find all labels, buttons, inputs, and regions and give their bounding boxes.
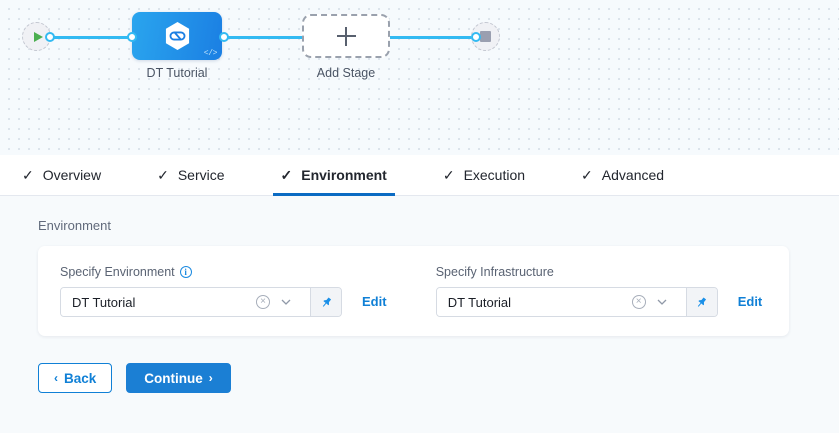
- check-icon: ✓: [22, 167, 34, 183]
- stop-icon: [480, 31, 491, 42]
- check-icon: ✓: [157, 167, 169, 183]
- check-icon: ✓: [581, 167, 593, 183]
- back-button-label: Back: [64, 370, 97, 386]
- check-icon: ✓: [280, 167, 293, 183]
- chevron-left-icon: ‹: [54, 371, 58, 385]
- stage-node-label: DT Tutorial: [146, 66, 208, 80]
- section-title: Environment: [38, 218, 111, 233]
- chevron-right-icon: ›: [208, 371, 213, 385]
- stage-input-handle[interactable]: [127, 32, 137, 42]
- stage-tabs: ✓ Overview ✓ Service ✓ Environment ✓ Exe…: [0, 155, 839, 196]
- edit-environment-link[interactable]: Edit: [362, 294, 387, 309]
- tab-label: Environment: [301, 167, 387, 183]
- tab-label: Service: [177, 167, 225, 183]
- specify-environment-label: Specify Environment i: [60, 265, 413, 279]
- add-stage-node[interactable]: [302, 14, 390, 58]
- tab-overview[interactable]: ✓ Overview: [22, 155, 119, 195]
- edge-add-to-end: [390, 36, 476, 39]
- clear-icon[interactable]: ×: [631, 295, 646, 309]
- start-connector-handle[interactable]: [45, 32, 55, 42]
- edge-stage-to-add: [224, 36, 302, 39]
- chevron-down-icon[interactable]: [281, 299, 291, 305]
- tab-environment[interactable]: ✓ Environment: [272, 155, 405, 196]
- wizard-footer: ‹ Back Continue ›: [38, 363, 839, 393]
- info-icon[interactable]: i: [179, 266, 192, 278]
- end-connector-handle[interactable]: [471, 32, 481, 42]
- infrastructure-value: DT Tutorial: [447, 294, 512, 310]
- tab-label: Advanced: [601, 167, 665, 183]
- tab-execution[interactable]: ✓ Execution: [443, 155, 543, 195]
- tab-label: Overview: [42, 167, 102, 183]
- tab-advanced[interactable]: ✓ Advanced: [581, 155, 682, 195]
- stage-output-handle[interactable]: [219, 32, 229, 42]
- environment-select[interactable]: DT Tutorial ×: [60, 287, 342, 317]
- clear-icon[interactable]: ×: [256, 295, 270, 309]
- continue-button-label: Continue: [144, 370, 203, 386]
- tab-service[interactable]: ✓ Service: [157, 155, 242, 195]
- environment-panel: Environment Specify Environment i DT Tut…: [0, 196, 839, 433]
- harness-hexagon-icon: [165, 22, 189, 50]
- continue-button[interactable]: Continue ›: [126, 363, 231, 393]
- pin-icon[interactable]: [310, 288, 341, 316]
- infrastructure-input[interactable]: DT Tutorial ×: [436, 288, 686, 316]
- pin-icon[interactable]: [685, 288, 717, 316]
- stage-node-dt-tutorial[interactable]: </>: [132, 12, 222, 60]
- back-button[interactable]: ‹ Back: [38, 363, 113, 393]
- edge-start-to-stage: [48, 36, 132, 39]
- specify-infrastructure-field: Specify Infrastructure DT Tutorial ×: [435, 265, 789, 317]
- field-label-text: Specify Infrastructure: [435, 265, 554, 279]
- specify-environment-field: Specify Environment i DT Tutorial ×: [60, 265, 413, 317]
- edit-infrastructure-link[interactable]: Edit: [737, 294, 763, 309]
- plus-icon-bar: [336, 35, 356, 37]
- chevron-down-icon[interactable]: [657, 299, 667, 305]
- pipeline-canvas[interactable]: </> DT Tutorial Add Stage: [0, 0, 839, 155]
- specify-infrastructure-label: Specify Infrastructure: [436, 265, 789, 279]
- tab-label: Execution: [463, 167, 526, 183]
- environment-value: DT Tutorial: [72, 294, 136, 310]
- check-icon: ✓: [442, 167, 455, 183]
- code-icon: </>: [203, 49, 218, 58]
- environment-card: Specify Environment i DT Tutorial ×: [38, 246, 789, 336]
- play-icon: [33, 31, 43, 42]
- environment-input[interactable]: DT Tutorial ×: [61, 288, 310, 316]
- field-label-text: Specify Environment: [60, 265, 175, 279]
- infrastructure-select[interactable]: DT Tutorial ×: [435, 287, 718, 317]
- add-stage-label: Add Stage: [316, 66, 376, 80]
